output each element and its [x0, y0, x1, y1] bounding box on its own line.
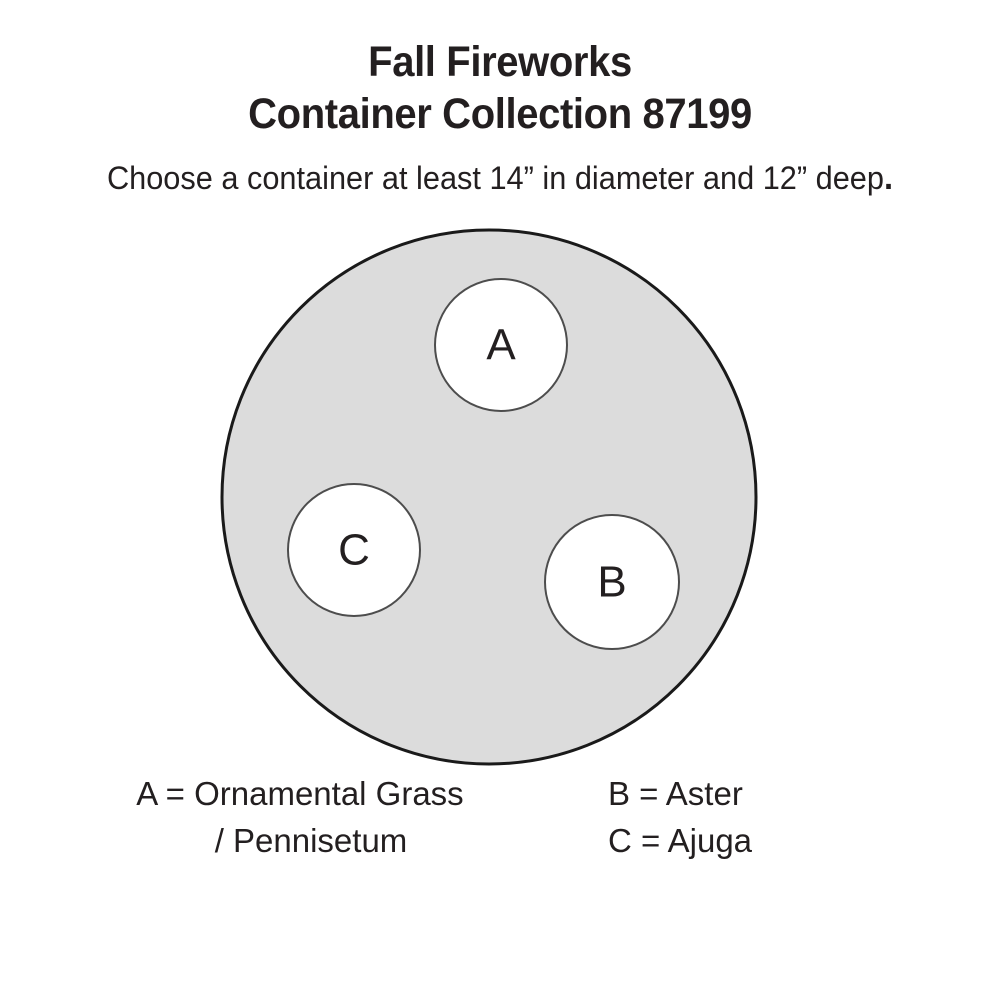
container-outline-circle: [220, 228, 758, 766]
subtitle: Choose a container at least 14” in diame…: [20, 158, 980, 198]
legend-item-a: A = Ornamental Grass: [136, 775, 464, 812]
plant-circle-c: [287, 483, 421, 617]
subtitle-text: Choose a container at least 14” in diame…: [106, 160, 884, 196]
page-title: Fall Fireworks Container Collection 8719…: [0, 36, 1000, 140]
plant-circle-a: [434, 278, 568, 412]
plant-label-a: A: [486, 321, 516, 370]
plant-circle-b: [544, 514, 680, 650]
legend: A = Ornamental Grass / Pennisetum B = As…: [0, 770, 1000, 900]
legend-item-b: B = Aster: [608, 775, 743, 812]
plant-label-c: C: [338, 526, 370, 575]
title-line-2: Container Collection 87199: [248, 90, 752, 138]
legend-item-c: C = Ajuga: [608, 822, 753, 859]
title-line-1: Fall Fireworks: [368, 38, 632, 86]
plant-label-b: B: [597, 558, 626, 607]
legend-column-left: A = Ornamental Grass / Pennisetum: [60, 770, 540, 864]
legend-column-right: B = Aster C = Ajuga: [608, 770, 948, 864]
subtitle-period: .: [883, 159, 894, 197]
legend-item-a-continuation: / Pennisetum: [214, 822, 408, 859]
